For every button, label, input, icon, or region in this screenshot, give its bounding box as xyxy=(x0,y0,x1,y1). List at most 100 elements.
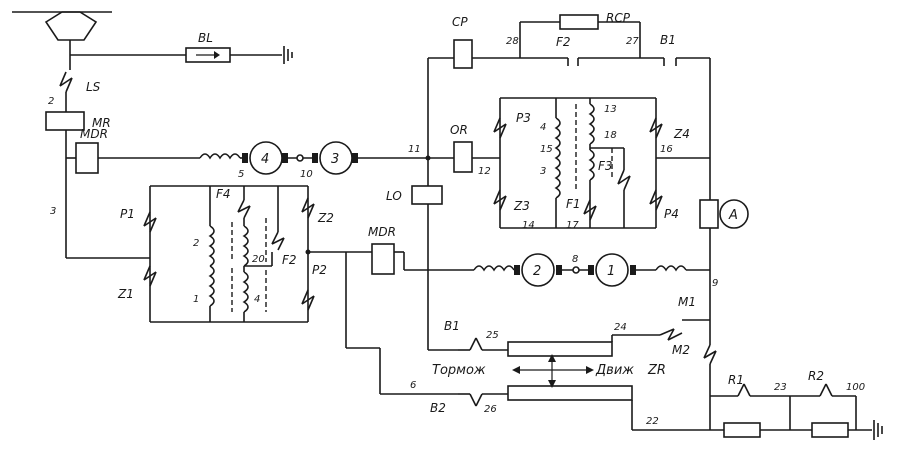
ground-icon xyxy=(873,420,883,440)
mr-label: MR xyxy=(92,116,111,130)
lightning-arrester xyxy=(70,47,282,63)
contact-p1 xyxy=(143,211,157,233)
svg-text:RCP: RCP xyxy=(606,11,631,25)
svg-text:15: 15 xyxy=(540,144,553,155)
svg-text:12: 12 xyxy=(478,166,491,177)
svg-text:100: 100 xyxy=(846,382,865,393)
svg-text:LO: LO xyxy=(386,189,402,203)
svg-text:F2: F2 xyxy=(282,253,297,267)
svg-text:6: 6 xyxy=(410,380,416,391)
svg-text:3: 3 xyxy=(331,152,339,167)
svg-text:14: 14 xyxy=(522,220,535,231)
svg-text:5: 5 xyxy=(238,169,244,180)
svg-text:M2: M2 xyxy=(672,343,690,357)
contact-m1 xyxy=(659,328,683,341)
contact-f4 xyxy=(237,199,251,219)
svg-text:3: 3 xyxy=(50,206,56,217)
contact-p3 xyxy=(493,117,507,139)
contact-f1 xyxy=(583,199,597,221)
contact-f2-left xyxy=(271,231,285,251)
relay-mdr-mid xyxy=(371,243,395,275)
relay-mdr-top xyxy=(75,142,99,174)
ground-icon xyxy=(283,46,293,64)
svg-text:4: 4 xyxy=(254,294,260,305)
svg-text:A: A xyxy=(728,208,738,223)
svg-text:P2: P2 xyxy=(312,263,327,277)
contact-z3 xyxy=(493,189,507,211)
svg-text:R1: R1 xyxy=(728,373,744,387)
svg-text:F2: F2 xyxy=(556,35,571,49)
svg-text:18: 18 xyxy=(604,130,617,141)
ammeter-icon xyxy=(719,199,749,229)
svg-text:16: 16 xyxy=(660,144,673,155)
mdr-top-label: MDR xyxy=(80,127,108,141)
svg-text:F3: F3 xyxy=(598,159,613,173)
svg-text:B2: B2 xyxy=(430,401,446,415)
svg-text:P4: P4 xyxy=(664,207,679,221)
svg-text:24: 24 xyxy=(614,322,627,333)
svg-text:P3: P3 xyxy=(516,111,531,125)
svg-text:R2: R2 xyxy=(808,369,824,383)
svg-text:CP: CP xyxy=(452,15,468,29)
svg-text:Z3: Z3 xyxy=(513,199,530,213)
contact-f3 xyxy=(617,169,631,191)
contact-z1 xyxy=(143,265,157,287)
relay-or xyxy=(453,141,473,173)
svg-text:26: 26 xyxy=(484,404,497,415)
svg-text:10: 10 xyxy=(300,169,313,180)
svg-text:B1: B1 xyxy=(444,319,460,333)
relay-lo xyxy=(411,185,443,205)
brake-label: Тормож xyxy=(432,363,486,378)
controller-label: ZR xyxy=(647,363,666,378)
svg-text:27: 27 xyxy=(626,36,639,47)
drive-label: Движ xyxy=(595,363,634,378)
bl-label: BL xyxy=(198,31,213,45)
svg-text:3: 3 xyxy=(540,166,546,177)
contact-m2 xyxy=(703,344,717,365)
svg-text:MDR: MDR xyxy=(368,225,396,239)
contact-b2 xyxy=(469,393,483,407)
svg-text:17: 17 xyxy=(566,220,579,231)
svg-text:22: 22 xyxy=(646,416,659,427)
controller-drum-lower xyxy=(507,385,633,401)
svg-text:F4: F4 xyxy=(216,187,231,201)
svg-text:4: 4 xyxy=(540,122,546,133)
relay-mr xyxy=(45,111,85,131)
svg-text:Z4: Z4 xyxy=(673,127,690,141)
svg-text:13: 13 xyxy=(604,104,617,115)
svg-text:1: 1 xyxy=(193,294,199,305)
svg-text:9: 9 xyxy=(712,278,718,289)
ammeter-shunt xyxy=(699,199,719,229)
motor-2 xyxy=(521,253,555,287)
contact-p2 xyxy=(301,289,315,311)
svg-text:OR: OR xyxy=(450,123,468,137)
svg-text:20: 20 xyxy=(252,254,265,265)
contact-z2 xyxy=(301,197,315,219)
svg-text:8: 8 xyxy=(572,254,578,265)
svg-text:4: 4 xyxy=(261,152,269,167)
resistor-r2 xyxy=(811,422,849,438)
ls-label: LS xyxy=(86,80,101,94)
svg-text:B1: B1 xyxy=(660,33,676,47)
svg-text:23: 23 xyxy=(774,382,787,393)
contact-r2 xyxy=(819,383,833,397)
contact-z4 xyxy=(649,117,663,139)
contact-b1 xyxy=(469,337,483,351)
svg-text:25: 25 xyxy=(486,330,499,341)
contact-ls xyxy=(59,71,73,93)
pantograph-icon xyxy=(12,11,112,55)
svg-text:2: 2 xyxy=(193,238,199,249)
svg-text:1: 1 xyxy=(607,264,615,279)
contact-p4 xyxy=(649,189,663,211)
controller-drum-upper xyxy=(507,341,613,357)
svg-text:11: 11 xyxy=(408,144,421,155)
svg-text:F1: F1 xyxy=(566,197,581,211)
svg-text:M1: M1 xyxy=(678,295,696,309)
svg-text:P1: P1 xyxy=(120,207,135,221)
resistor-r1 xyxy=(723,422,761,438)
svg-text:2: 2 xyxy=(533,264,541,279)
contact-r1 xyxy=(737,383,751,397)
svg-text:2: 2 xyxy=(48,96,54,107)
motor-1 xyxy=(595,253,629,287)
